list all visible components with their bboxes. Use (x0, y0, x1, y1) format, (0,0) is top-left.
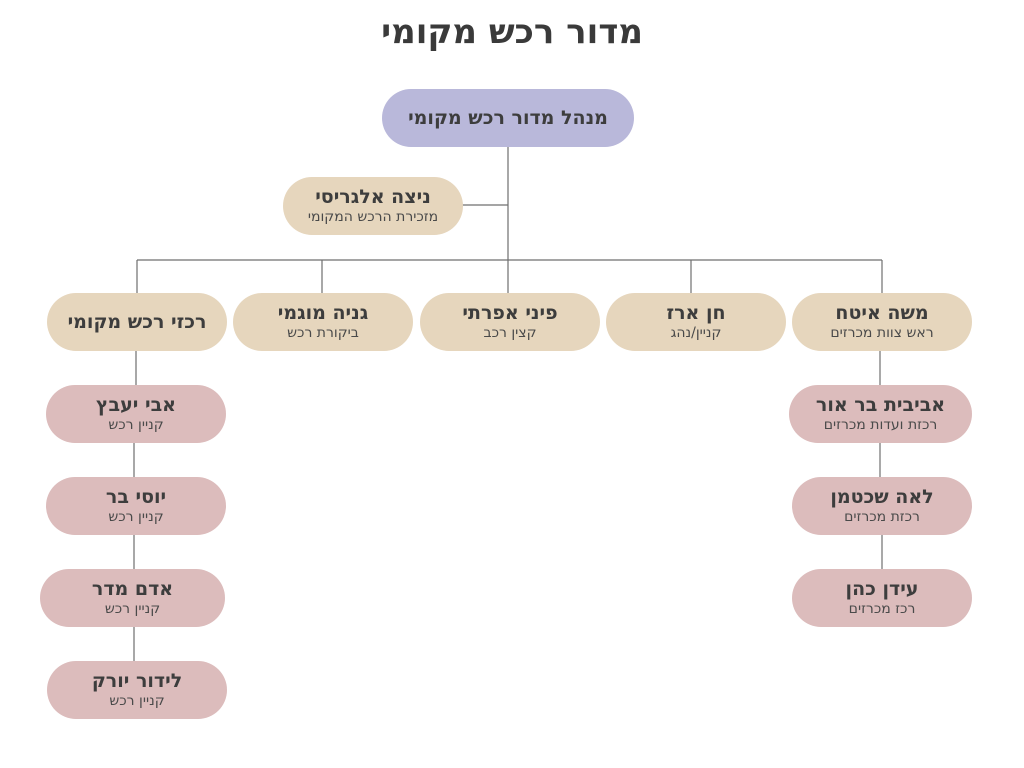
staff-node-3: פיני אפרתי קצין רכב (420, 293, 600, 351)
staff-role: ביקורת רכש (287, 325, 359, 341)
staff-role: רכז מכרזים (848, 601, 916, 617)
left-column-node-3: אדם מדר קניין רכש (40, 569, 225, 627)
staff-node-2: חן ארז קניין/נהג (606, 293, 786, 351)
right-column-node-1: אביבית בר אור רכזת ועדות מכרזים (789, 385, 972, 443)
left-column-node-4: לידור יורק קניין רכש (47, 661, 227, 719)
manager-name: מנהל מדור רכש מקומי (408, 107, 608, 129)
right-column-node-3: עידן כהן רכז מכרזים (792, 569, 972, 627)
staff-name: פיני אפרתי (462, 302, 558, 324)
staff-name: רכזי רכש מקומי (67, 311, 207, 333)
staff-role: רכזת מכרזים (844, 509, 920, 525)
staff-name: חן ארז (666, 302, 726, 324)
staff-name: אדם מדר (91, 578, 174, 600)
staff-name: יוסי בר (105, 486, 167, 508)
staff-name: משה איטח (835, 302, 929, 324)
staff-role: קניין/נהג (670, 325, 722, 341)
staff-role: קניין רכש (104, 601, 161, 617)
secretary-role: מזכירת הרכש המקומי (307, 209, 439, 225)
left-column-node-2: יוסי בר קניין רכש (46, 477, 226, 535)
staff-name: אביבית בר אור (815, 394, 946, 416)
staff-name: לידור יורק (91, 670, 183, 692)
staff-role: קניין רכש (108, 417, 164, 433)
staff-role: ראש צוות מכרזים (830, 325, 934, 341)
chart-title: מדור רכש מקומי (381, 12, 643, 52)
staff-role: קצין רכב (483, 325, 537, 341)
manager-node: מנהל מדור רכש מקומי (382, 89, 634, 147)
staff-node-5: רכזי רכש מקומי (47, 293, 227, 351)
left-column-node-1: אבי יעבץ קניין רכש (46, 385, 226, 443)
staff-role: רכזת ועדות מכרזים (823, 417, 938, 433)
staff-name: אבי יעבץ (95, 394, 177, 416)
staff-node-4: גניה מוגמי ביקורת רכש (233, 293, 413, 351)
staff-name: לאה שכטמן (830, 486, 934, 508)
staff-role: קניין רכש (109, 693, 165, 709)
secretary-node: ניצה אלגריסי מזכירת הרכש המקומי (283, 177, 463, 235)
right-column-node-2: לאה שכטמן רכזת מכרזים (792, 477, 972, 535)
secretary-name: ניצה אלגריסי (315, 186, 431, 208)
staff-node-1: משה איטח ראש צוות מכרזים (792, 293, 972, 351)
staff-role: קניין רכש (108, 509, 164, 525)
staff-name: עידן כהן (845, 578, 919, 600)
staff-name: גניה מוגמי (277, 302, 369, 324)
